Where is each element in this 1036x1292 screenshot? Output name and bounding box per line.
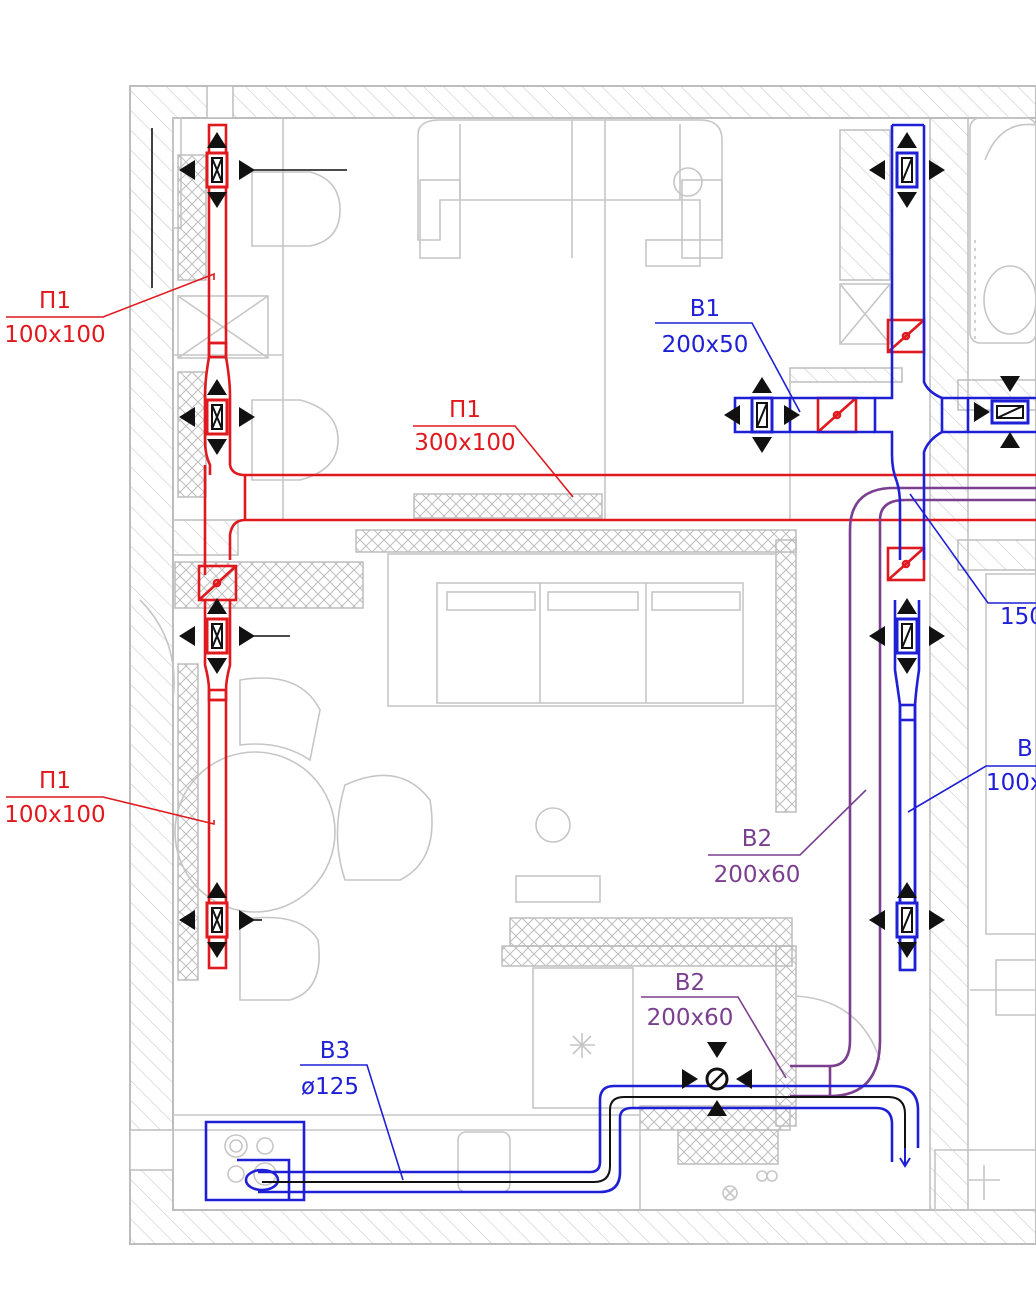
airflow-arrow xyxy=(239,407,255,427)
label-p1-main-name: П1 xyxy=(449,397,481,423)
airflow-arrow xyxy=(929,626,945,646)
label-b2-left-name: В2 xyxy=(742,826,772,852)
airflow-arrow xyxy=(869,910,885,930)
airflow-arrow xyxy=(929,910,945,930)
b3-down-arrow xyxy=(899,1148,911,1168)
airflow-arrow xyxy=(207,132,227,148)
airflow-arrow xyxy=(707,1100,727,1116)
airflow-arrow xyxy=(207,882,227,898)
airflow-arrow xyxy=(897,192,917,208)
b3-duct-core xyxy=(262,1096,906,1183)
airflow-arrow xyxy=(207,942,227,958)
airflow-arrow xyxy=(724,405,740,425)
airflow-arrow xyxy=(752,437,772,453)
airflow-arrow xyxy=(1000,432,1020,448)
partition-wall xyxy=(789,367,903,383)
airflow-arrow xyxy=(239,626,255,646)
walls xyxy=(129,85,1036,1245)
partition-wall xyxy=(775,945,797,1127)
airflow-arrow xyxy=(207,379,227,395)
label-b-right-size: 100x xyxy=(986,770,1036,796)
exhaust-duct-b2 xyxy=(790,486,1036,1098)
airflow-arrow xyxy=(207,658,227,674)
airflow-arrow xyxy=(207,598,227,614)
label-b1-size: 200x50 xyxy=(662,332,749,358)
airflow-arrow xyxy=(707,1042,727,1058)
label-b3-name: В3 xyxy=(320,1038,350,1064)
label-b-right-name: В xyxy=(1017,736,1033,762)
airflow-arrow xyxy=(239,910,255,930)
airflow-arrow xyxy=(869,160,885,180)
airflow-arrow xyxy=(179,160,195,180)
airflow-arrow xyxy=(869,626,885,646)
partition-wall xyxy=(355,529,797,553)
airflow-arrow xyxy=(736,1069,752,1089)
partition-wall xyxy=(775,539,797,813)
partition-wall xyxy=(501,945,793,967)
airflow-arrow xyxy=(179,626,195,646)
airflow-arrow xyxy=(682,1069,698,1089)
airflow-arrow xyxy=(897,132,917,148)
airflow-arrow xyxy=(239,160,255,180)
label-b2-left-size: 200x60 xyxy=(714,862,801,888)
airflow-arrow xyxy=(179,407,195,427)
label-b2-bottom-name: В2 xyxy=(675,970,705,996)
furniture xyxy=(139,117,1036,1211)
outer-wall-hatched xyxy=(129,85,1036,1245)
label-p1-top-size: 100x100 xyxy=(4,322,105,348)
label-b1-right-size: 150 xyxy=(1000,604,1036,630)
airflow-arrow xyxy=(974,402,990,422)
diffusers xyxy=(179,132,1030,1116)
airflow-arrow xyxy=(897,658,917,674)
airflow-arrow xyxy=(929,160,945,180)
partition-wall xyxy=(929,117,969,1211)
airflow-arrow xyxy=(207,439,227,455)
airflow-arrow xyxy=(752,377,772,393)
airflow-arrow xyxy=(1000,376,1020,392)
airflow-arrow xyxy=(897,882,917,898)
airflow-arrow xyxy=(897,598,917,614)
supply-duct-p1 xyxy=(197,123,1036,970)
exhaust-duct-b1 xyxy=(204,123,1036,1202)
airflow-arrow xyxy=(179,910,195,930)
partition-wall xyxy=(129,1129,174,1171)
label-p1-top-name: П1 xyxy=(39,288,71,314)
leader-lines xyxy=(6,128,1036,1181)
label-b3-size: ø125 xyxy=(301,1074,359,1100)
partition-wall xyxy=(957,539,1036,571)
airflow-arrow xyxy=(207,192,227,208)
label-p1-main-size: 300x100 xyxy=(414,430,515,456)
label-p1-bottom-size: 100x100 xyxy=(4,802,105,828)
duct-labels: П1 100x100 П1 300x100 П1 100x100 В1 200x… xyxy=(4,288,1036,1100)
label-b1-name: В1 xyxy=(690,296,720,322)
window-frame xyxy=(206,85,234,119)
label-p1-bottom-name: П1 xyxy=(39,768,71,794)
airflow-arrow xyxy=(784,405,800,425)
label-b2-bottom-size: 200x60 xyxy=(647,1005,734,1031)
airflow-arrow xyxy=(897,942,917,958)
